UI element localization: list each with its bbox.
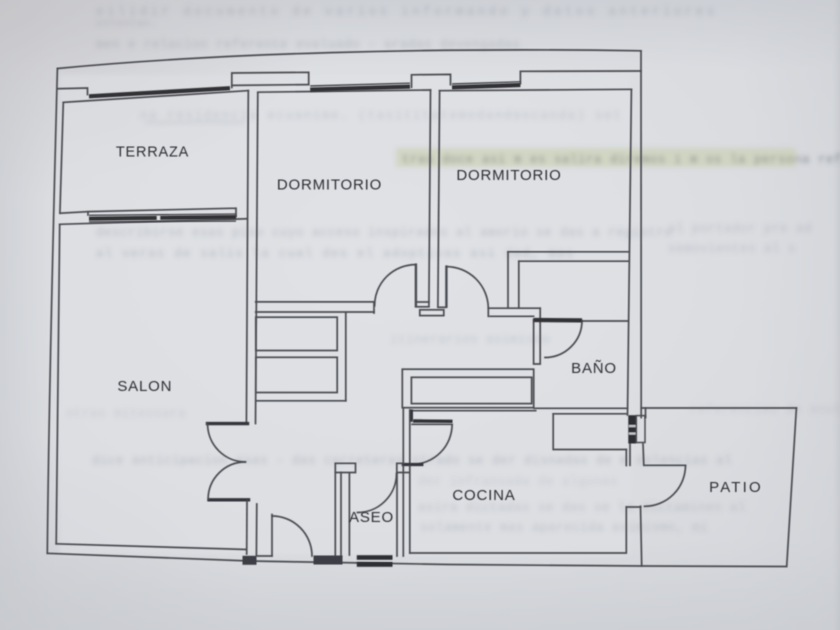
svg-text:describirse esas piso cuyo acc: describirse esas piso cuyo acceso inspir…	[96, 226, 672, 240]
svg-text:PATIO: PATIO	[709, 479, 763, 496]
svg-text:der infransada de algunas: der infransada de algunas	[418, 475, 618, 489]
svg-text:DORMITORIO: DORMITORIO	[277, 177, 382, 194]
svg-text:al veras de salis la cual des: al veras de salis la cual des el adoptiv…	[96, 247, 575, 261]
svg-text:na residencia ecuanime. (tasi: na residencia ecuanime. (tasititatemodan…	[140, 109, 622, 123]
svg-text:itinerarios asimismo: itinerarios asimismo	[390, 333, 550, 347]
svg-text:men e relacion referente ev: men e relacion referente evaluado - arad…	[96, 38, 520, 52]
svg-text:BAÑO: BAÑO	[571, 360, 617, 377]
svg-text:dice anticipacion esas - das: dice anticipacion esas - das carreteras …	[92, 454, 732, 468]
svg-text:TERRAZA: TERRAZA	[116, 145, 189, 161]
svg-text:ostentan.: ostentan.	[96, 18, 157, 30]
svg-text:asira dictadas se das se la d: asira dictadas se das se la dictaminen a…	[418, 501, 746, 515]
svg-text:ASEO: ASEO	[349, 509, 394, 526]
svg-text:COCINA: COCINA	[452, 487, 515, 504]
svg-text:al portador pre ad: al portador pre ad	[668, 222, 812, 236]
svg-text:otras mitessara: otras mitessara	[66, 407, 186, 421]
svg-text:semovientes al s: semovientes al s	[668, 242, 796, 256]
svg-text:solamente mas aparecida asimis: solamente mas aparecida asimismo, mi	[420, 521, 708, 535]
svg-text:SALON: SALON	[117, 378, 172, 395]
svg-text:eilidir documento de varios in: eilidir documento de varios informando y…	[96, 4, 717, 19]
svg-text:DORMITORIO: DORMITORIO	[456, 167, 561, 184]
svg-text:referencias de anot: referencias de anot	[690, 403, 840, 417]
svg-text:tras doce asi m es salira dire: tras doce asi m es salira diremos i m os…	[402, 153, 840, 167]
